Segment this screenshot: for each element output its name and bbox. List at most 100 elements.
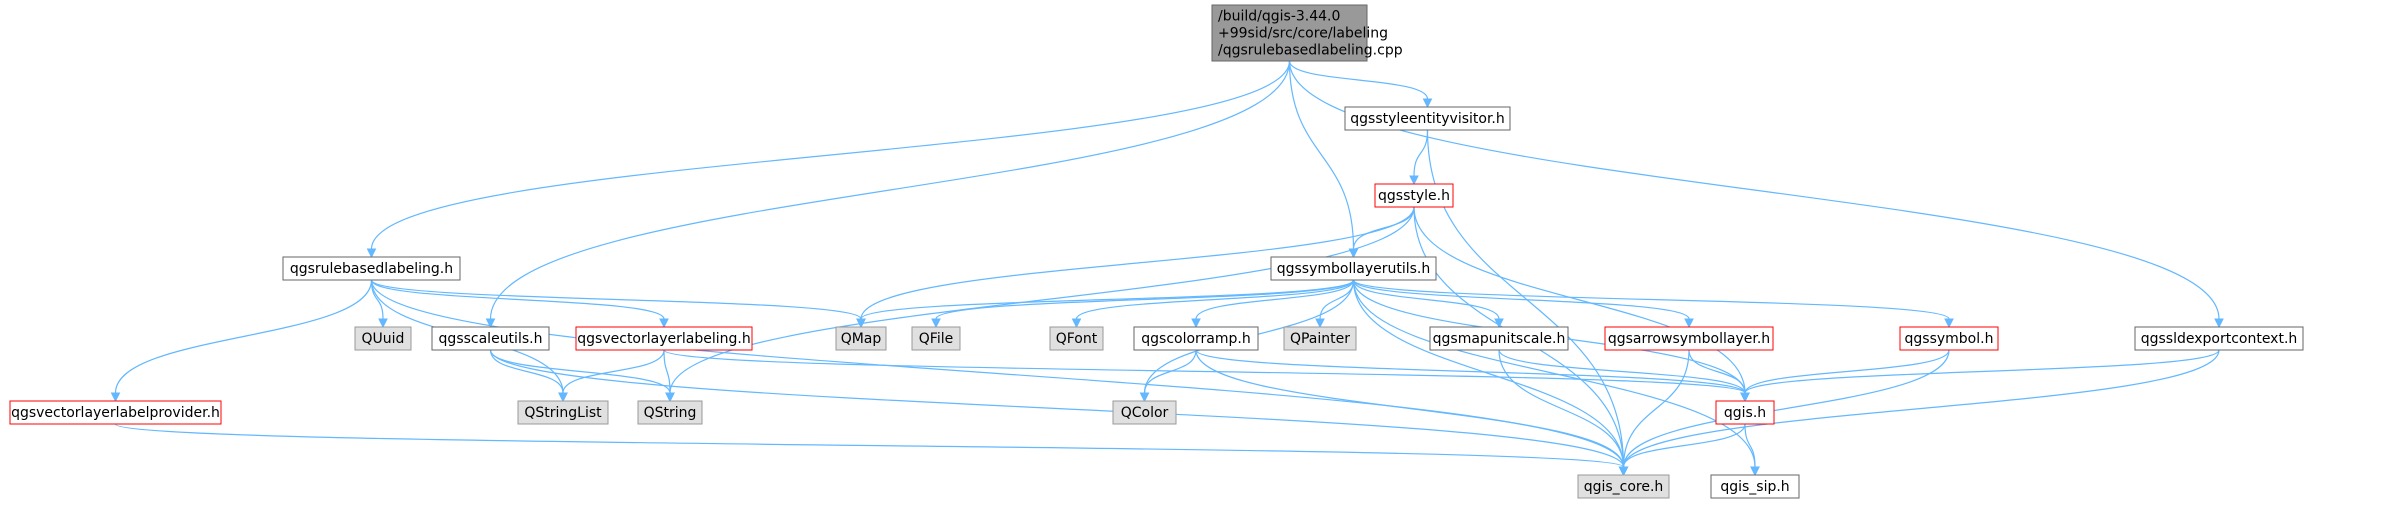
node-qstring[interactable]: QString [637,400,703,425]
edge-line [1622,349,1690,468]
node-box [637,400,703,425]
edge-line [114,279,373,394]
edge-line [114,423,1625,468]
node-qstringlist[interactable]: QStringList [517,400,609,425]
edge-arrowhead [378,318,388,329]
edge-arrowhead [558,392,568,403]
node-qgssymbol[interactable]: qgssymbol.h [1899,326,1999,351]
edge-arrowhead [1191,318,1201,329]
node-qgsmapunitscale[interactable]: qgsmapunitscale.h [1429,326,1569,351]
edge-qgis-to-qgis_core [1618,423,1746,477]
node-box [1577,474,1670,499]
node-box [911,326,961,351]
edge-qgis-to-qgis_sip [1744,423,1760,477]
node-qmap[interactable]: QMap [835,326,887,351]
edge-line [1622,349,1950,468]
node-box [1112,400,1177,425]
node-qgsscaleutils[interactable]: qgsscaleutils.h [431,326,550,351]
edge-qgsrulebasedlabeling-to-qgis_core [370,279,1629,477]
edge-qgssymbollayerutils-to-qgscolorramp [1191,279,1355,329]
node-qgssldexportcontext[interactable]: qgssldexportcontext.h [2134,326,2304,351]
node-qgsrulebasedlabeling[interactable]: qgsrulebasedlabeling.h [282,256,461,281]
edge-line [370,279,862,320]
edge-qgssymbol-to-qgis_core [1618,349,1950,477]
edge-qgsstyleentityvisitor-to-qgis_core [1426,129,1629,477]
node-label: qgssymbol.h [1905,331,1994,347]
edge-arrowhead [1409,175,1419,186]
edge-arrowhead [485,318,496,329]
edge-qgscolorramp-to-qcolor [1139,349,1197,403]
node-box [354,326,412,351]
node-label: QFile [919,331,953,347]
edge-arrowhead [1618,466,1629,477]
node-box [517,400,609,425]
edge-qgssymbollayerutils-to-qfile [931,279,1355,329]
edge-line [489,349,1625,468]
edge-qgsstyle-to-qgssymbollayerutils [1348,206,1415,259]
edge-arrowhead [366,248,377,259]
edge-arrowhead [1315,318,1325,329]
edge-arrowhead [110,392,121,403]
edge-arrowhead [931,318,941,329]
edge-arrowhead [659,318,669,329]
edge-line [1352,279,1625,468]
node-label: qgis_sip.h [1720,479,1789,495]
node-box [1604,326,1774,351]
edge-qgssymbollayerutils-to-qmap [856,279,1355,329]
edge-line [489,349,671,394]
edge-line [370,279,665,320]
edge-arrowhead [1494,318,1504,329]
node-qgis_core[interactable]: qgis_core.h [1577,474,1670,499]
edge-line [1352,206,1415,250]
edge-line [370,60,1291,250]
edge-line [1195,349,1625,468]
node-label: QPainter [1290,331,1350,347]
node-qfile[interactable]: QFile [911,326,961,351]
edge-qgsstyleentityvisitor-to-qgsstyle [1409,129,1429,186]
node-label: qgsvectorlayerlabeling.h [577,331,750,347]
node-box [2134,326,2304,351]
node-qgsarrowsymbollayer[interactable]: qgsarrowsymbollayer.h [1604,326,1774,351]
node-box [1715,400,1775,425]
node-label: QMap [841,331,882,347]
node-root[interactable]: /build/qgis-3.44.0+99sid/src/core/labeli… [1211,4,1403,62]
edge-line [1352,279,1500,320]
node-qgsvectorlayerlabeling[interactable]: qgsvectorlayerlabeling.h [575,326,753,351]
edge-qgsmapunitscale-to-qgis_core [1498,349,1629,477]
node-qcolor[interactable]: QColor [1112,400,1177,425]
node-box [1429,326,1569,351]
node-qgsstyleentityvisitor[interactable]: qgsstyleentityvisitor.h [1344,106,1511,131]
node-qgscolorramp[interactable]: qgscolorramp.h [1133,326,1259,351]
node-label: qgsmapunitscale.h [1433,331,1566,347]
node-qgis_sip[interactable]: qgis_sip.h [1710,474,1800,499]
node-box [1211,4,1368,62]
node-qgssymbollayerutils[interactable]: qgssymbollayerutils.h [1270,256,1437,281]
node-label: QStringList [524,405,602,421]
node-qpainter[interactable]: QPainter [1283,326,1357,351]
edge-line [663,349,1746,394]
edge-arrowhead [2214,318,2224,329]
node-box [835,326,887,351]
edge-line [1744,423,1756,468]
node-box [1374,183,1454,208]
node-qfont[interactable]: QFont [1049,326,1104,351]
node-quuid[interactable]: QUuid [354,326,412,351]
node-qgsvectorlayerlabelprovider[interactable]: qgsvectorlayerlabelprovider.h [9,400,222,425]
node-label: QFont [1056,331,1098,347]
node-qgis[interactable]: qgis.h [1715,400,1775,425]
edge-arrowhead [856,318,866,329]
node-qgsstyle[interactable]: qgsstyle.h [1374,183,1454,208]
node-label: QString [644,405,697,421]
node-box [282,256,461,281]
edge-qgssymbol-to-qgis [1740,349,1950,403]
edge-qgssldexportcontext-to-qgis [1740,349,2220,403]
node-box [431,326,550,351]
edge-root-to-qgsrulebasedlabeling [366,60,1291,259]
edge-line [1744,349,1950,394]
edge-arrowhead [1422,98,1433,109]
edge-line [935,279,1355,320]
edge-qgsrulebasedlabeling-to-qmap [370,279,866,329]
edge-line [1744,349,2220,394]
edge-line [1688,349,1746,394]
edge-root-to-qgsscaleutils [485,60,1291,329]
